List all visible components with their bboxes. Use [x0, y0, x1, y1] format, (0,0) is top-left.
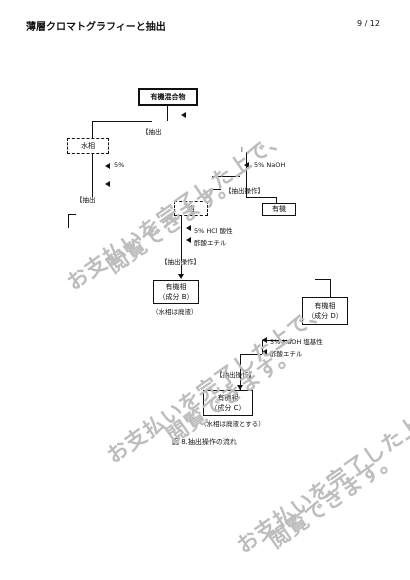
- arrow-head: [186, 225, 191, 231]
- arrow-head: [186, 237, 191, 243]
- arrow-head: [105, 181, 110, 187]
- step-label: 【抽出操作】: [161, 258, 200, 266]
- solvent-label: 酢酸エチル: [194, 239, 227, 247]
- connector-line: [246, 152, 248, 197]
- connector-line: [92, 121, 152, 123]
- arrow-head: [262, 337, 267, 343]
- document-title: 薄層クロマトグラフィーと抽出: [26, 22, 166, 33]
- connector-line: [240, 354, 262, 356]
- mixture-box: 有機混合物: [138, 88, 198, 106]
- step-label: 【抽出: [76, 196, 96, 204]
- reagent-label: 5% NaOH 塩基性: [270, 338, 323, 346]
- organic-phase-box-partial: 有機: [262, 203, 296, 216]
- connector-line: [246, 197, 276, 199]
- box-sublabel: （成分 B）: [158, 293, 194, 301]
- reagent-label: 5% HCl 酸性: [194, 227, 233, 235]
- connector-line: [240, 354, 242, 390]
- connector-line: [262, 340, 264, 354]
- connector-line: [92, 152, 94, 197]
- connector-line: [330, 279, 332, 297]
- note-label: （水相は廃液）: [152, 308, 198, 316]
- step-label: 【抽出: [142, 128, 162, 136]
- arrow-head: [262, 349, 267, 355]
- figure-caption: 図 8.抽出操作の流れ: [172, 438, 237, 446]
- connector-line: [212, 176, 240, 178]
- connector-line: [181, 213, 183, 261]
- box-sublabel: （成分 D）: [307, 312, 343, 320]
- connector-line: [68, 214, 70, 228]
- connector-line: [68, 214, 76, 216]
- step-label: 【抽出操作】: [225, 187, 264, 195]
- partial-label: l: [241, 146, 243, 154]
- connector-line: [315, 279, 330, 281]
- connector-line: [276, 197, 278, 204]
- organic-phase-box-c: 有機相 （成分 C）: [203, 390, 253, 416]
- reagent-label: 5% NaOH: [254, 161, 286, 169]
- connector-line: [262, 340, 292, 342]
- solvent-label: 酢酸エチル: [270, 350, 303, 358]
- organic-phase-box-partial: 相: [174, 201, 208, 216]
- arrow-head: [244, 162, 249, 168]
- organic-phase-box-b: 有機相 （成分 B）: [153, 280, 199, 304]
- box-label: 有機相: [314, 301, 336, 310]
- page-number: 9 / 12: [356, 19, 380, 28]
- note-label: （水相は廃液とする）: [200, 420, 265, 428]
- reagent-label: 5%: [114, 161, 125, 169]
- connector-line: [92, 121, 94, 140]
- step-label: 【抽出操作】: [216, 371, 255, 379]
- connector-line: [212, 189, 221, 191]
- box-label: 有機: [272, 205, 286, 214]
- arrow-head: [181, 112, 186, 118]
- arrow-head: [178, 274, 184, 279]
- box-sublabel: （成分 C）: [210, 404, 246, 412]
- box-label: 有機相: [217, 393, 239, 402]
- arrow-head: [237, 385, 243, 390]
- box-label: 相: [187, 204, 195, 213]
- connector-line: [167, 103, 169, 121]
- connector-line: [181, 265, 183, 277]
- arrow-head: [105, 163, 110, 169]
- box-label: 有機相: [165, 282, 187, 291]
- organic-phase-box-d: 有機相 （成分 D）: [302, 297, 348, 325]
- water-phase-box: 水相: [67, 138, 109, 154]
